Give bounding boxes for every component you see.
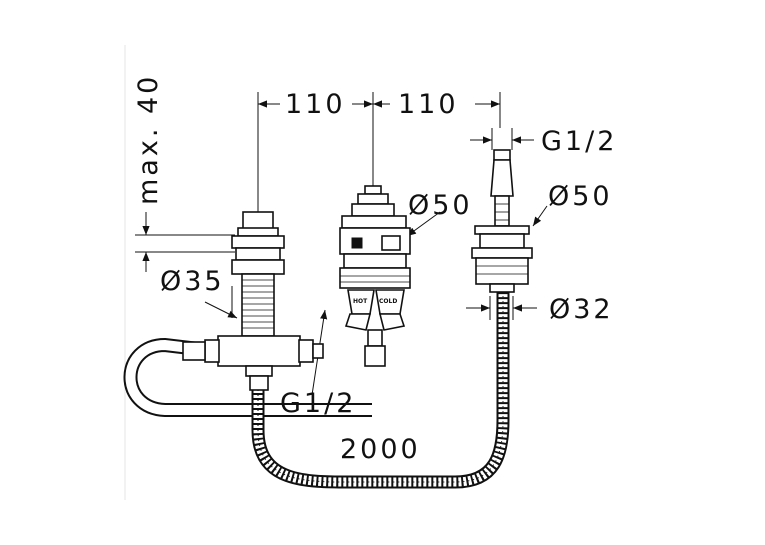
dim-d50-center: Ø50 — [408, 190, 473, 221]
left-spout-body — [182, 211, 324, 391]
hose-loop-left — [123, 337, 372, 417]
dim-top-right: 110 — [398, 89, 459, 120]
hot-label: HOT — [353, 298, 368, 305]
dim-d32: Ø32 — [549, 294, 614, 325]
dim-g12-bottom: G1/2 — [280, 388, 356, 419]
braided-hose-main — [251, 290, 510, 489]
center-mixer-valve: HOT COLD — [339, 185, 411, 367]
dim-hose-length: 2000 — [340, 434, 421, 465]
dim-max: max. 40 — [133, 74, 164, 205]
dim-g12-top: G1/2 — [541, 126, 617, 157]
right-shower-holder — [471, 149, 533, 293]
cold-label: COLD — [379, 298, 397, 305]
dim-d50-right: Ø50 — [548, 181, 613, 212]
dim-top-left: 110 — [285, 89, 346, 120]
dim-d35: Ø35 — [160, 266, 225, 297]
